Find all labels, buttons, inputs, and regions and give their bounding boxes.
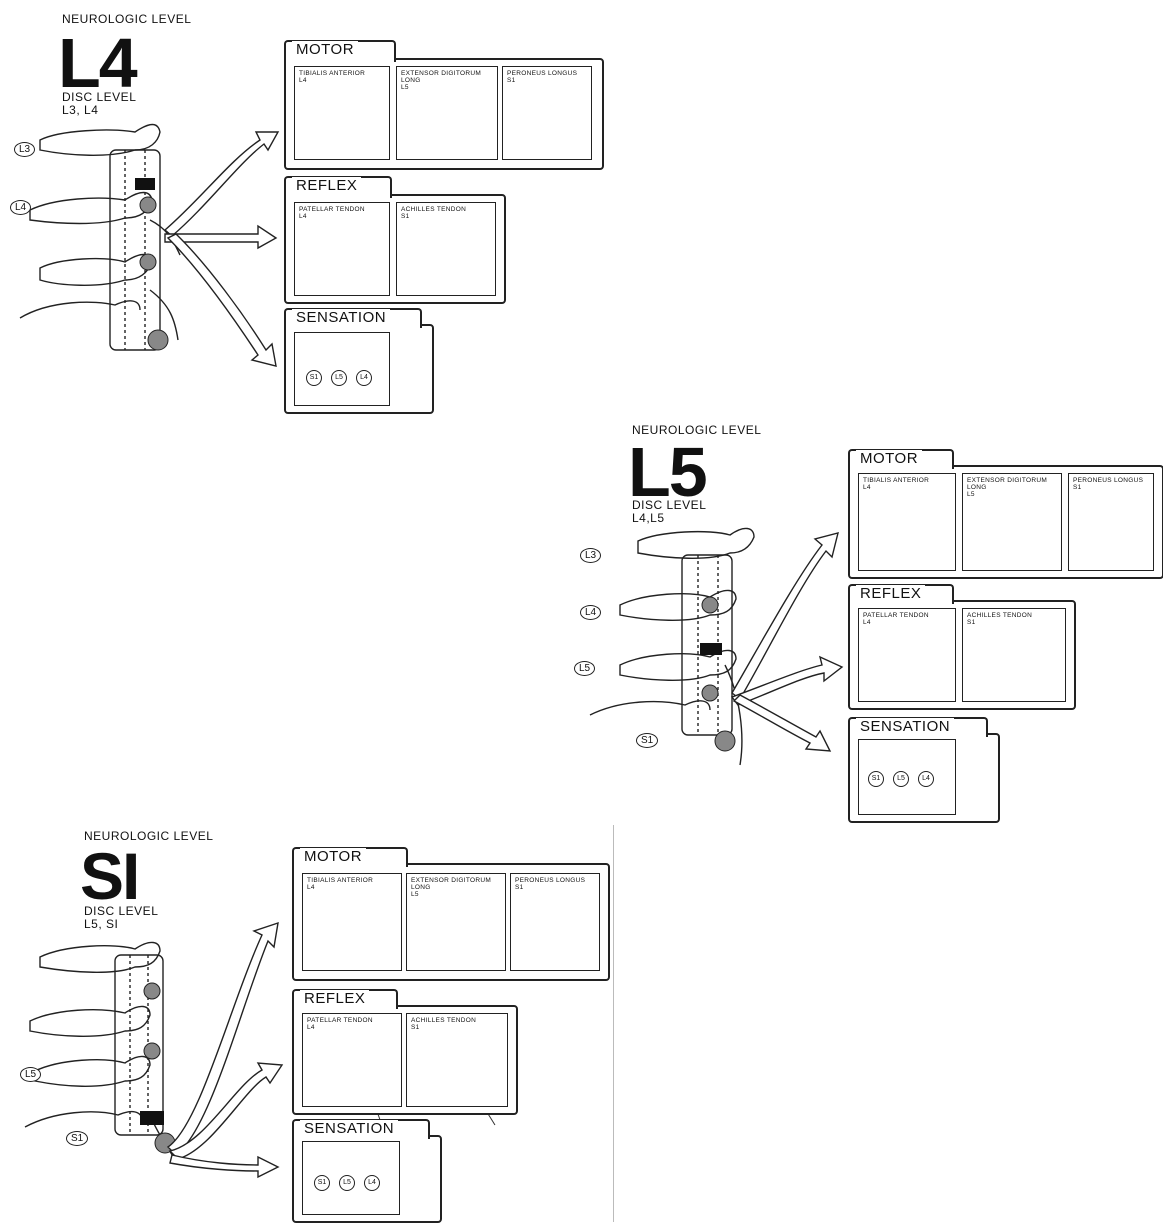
muscle-root: S1 (507, 77, 516, 84)
disc-level-value: L3, L4 (62, 104, 98, 117)
dermatome-label: S1 (306, 370, 322, 386)
reflex-root: S1 (411, 1024, 420, 1031)
reflex-root: L4 (863, 619, 871, 626)
muscle-root: L5 (411, 891, 419, 898)
muscle-root: L4 (299, 77, 307, 84)
sensation-title: SENSATION (856, 718, 954, 735)
muscle-name: EXTENSOR DIGITORUM LONG (967, 477, 1047, 491)
neurologic-level-value: SI (80, 843, 138, 909)
vertebra-label: L3 (14, 142, 35, 157)
reflex-root: S1 (401, 213, 410, 220)
muscle-name: PERONEUS LONGUS (1073, 477, 1143, 484)
panel-l4: NEUROLOGIC LEVEL L4 DISC LEVEL L3, L4 L3… (0, 0, 610, 420)
disc-level-value: L4,L5 (632, 512, 665, 525)
muscle-name: PERONEUS LONGUS (515, 877, 585, 884)
panel-s1: NEUROLOGIC LEVEL SI DISC LEVEL L5, SI L5… (0, 825, 615, 1222)
motor-title: MOTOR (292, 41, 358, 58)
muscle-name: EXTENSOR DIGITORUM LONG (411, 877, 491, 891)
reflex-name: PATELLAR TENDON (307, 1017, 373, 1024)
muscle-root: L4 (307, 884, 315, 891)
dermatome-label: L5 (331, 370, 347, 386)
sensation-box: SENSATION S1 L5 L4 (292, 1135, 442, 1223)
dermatome-label: L4 (918, 771, 934, 787)
motor-title: MOTOR (300, 848, 366, 865)
reflex-root: L4 (299, 213, 307, 220)
panel-l5: NEUROLOGIC LEVEL L5 DISC LEVEL L4,L5 L3 … (560, 415, 1163, 827)
vertebra-label: L4 (10, 200, 31, 215)
dermatome-label: L4 (356, 370, 372, 386)
sensation-title: SENSATION (300, 1120, 398, 1137)
dermatome-label: L5 (893, 771, 909, 787)
vertebra-label: L5 (20, 1067, 41, 1082)
muscle-name: PERONEUS LONGUS (507, 70, 577, 77)
muscle-name: TIBIALIS ANTERIOR (299, 70, 365, 77)
muscle-root: S1 (515, 884, 524, 891)
reflex-name: ACHILLES TENDON (411, 1017, 476, 1024)
dermatome-label: S1 (314, 1175, 330, 1191)
muscle-name: TIBIALIS ANTERIOR (863, 477, 929, 484)
reflex-root: S1 (967, 619, 976, 626)
muscle-name: TIBIALIS ANTERIOR (307, 877, 373, 884)
reflex-name: ACHILLES TENDON (967, 612, 1032, 619)
reflex-name: ACHILLES TENDON (401, 206, 466, 213)
muscle-name: EXTENSOR DIGITORUM LONG (401, 70, 481, 84)
sensation-title: SENSATION (292, 309, 390, 326)
disc-level-value: L5, SI (84, 918, 118, 931)
reflex-name: PATELLAR TENDON (299, 206, 365, 213)
sensation-box: SENSATION S1 L5 L4 (848, 733, 1000, 823)
vertebra-label: L3 (580, 548, 601, 563)
panel-divider (613, 825, 614, 1222)
muscle-root: L4 (863, 484, 871, 491)
dermatome-label: S1 (868, 771, 884, 787)
neurologic-level-value: L5 (628, 437, 706, 507)
sensation-cell (294, 332, 390, 406)
reflex-name: PATELLAR TENDON (863, 612, 929, 619)
vertebra-label: L4 (580, 605, 601, 620)
motor-title: MOTOR (856, 450, 922, 467)
reflex-title: REFLEX (856, 585, 925, 602)
dermatome-label: L5 (339, 1175, 355, 1191)
reflex-title: REFLEX (292, 177, 361, 194)
dermatome-label: L4 (364, 1175, 380, 1191)
vertebra-label: L5 (574, 661, 595, 676)
muscle-root: S1 (1073, 484, 1082, 491)
reflex-title: REFLEX (300, 990, 369, 1007)
sensation-box: SENSATION S1 L5 L4 (284, 324, 434, 414)
neurologic-level-value: L4 (58, 28, 136, 98)
muscle-root: L5 (401, 84, 409, 91)
reflex-root: L4 (307, 1024, 315, 1031)
muscle-root: L5 (967, 491, 975, 498)
